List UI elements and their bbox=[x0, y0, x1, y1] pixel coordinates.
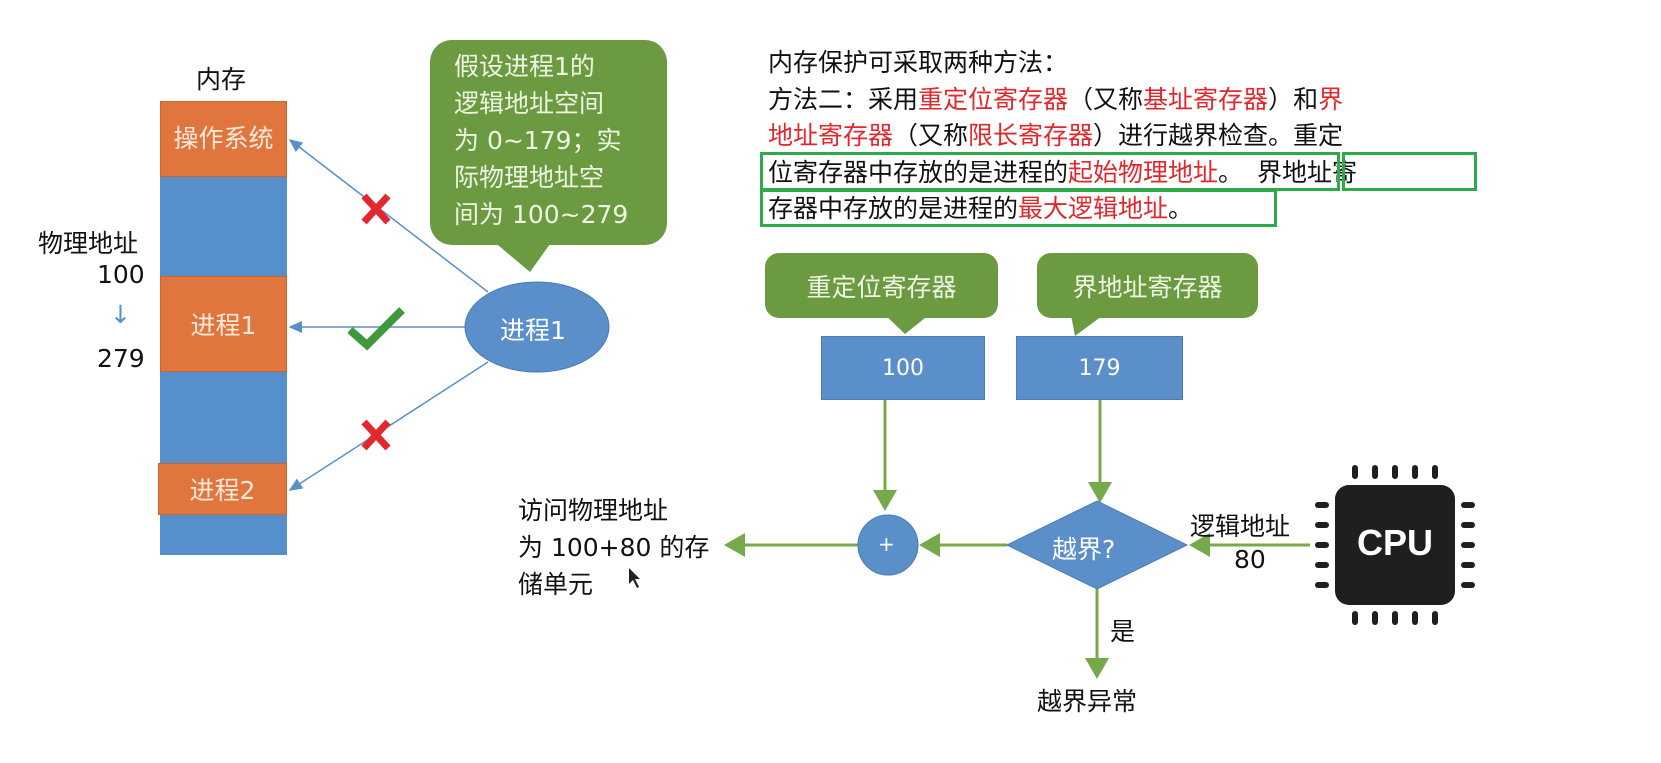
result-text: 访问物理地址 为 100+80 的存 储单元 bbox=[518, 492, 709, 603]
text: 界地址寄 bbox=[1257, 157, 1358, 187]
text: 位寄存器中存放的是进程的 bbox=[768, 157, 1069, 187]
relocation-register-value: 100 bbox=[821, 336, 985, 400]
process1-node-label: 进程1 bbox=[500, 316, 566, 345]
text: 。 bbox=[1168, 194, 1194, 223]
bubble-line: 际物理地址空 bbox=[454, 163, 605, 192]
process1-node-shape bbox=[464, 281, 610, 373]
highlight-text: 基址寄存器 bbox=[1143, 84, 1269, 114]
text: 。 bbox=[1218, 157, 1244, 187]
memory-block-os: 操作系统 bbox=[160, 101, 287, 177]
memory-block-process1: 进程1 bbox=[160, 276, 287, 372]
highlight-text: 限长寄存器 bbox=[968, 121, 1094, 150]
mouse-cursor-icon bbox=[629, 568, 640, 588]
highlight-box bbox=[760, 152, 1340, 191]
text: 储单元 bbox=[518, 570, 594, 599]
exception-label: 越界异常 bbox=[1037, 687, 1138, 716]
assumption-bubble: 假设进程1的 逻辑地址空间 为 0~179；实 际物理地址空 间为 100~27… bbox=[430, 40, 667, 245]
relocation-register-callout: 重定位寄存器 bbox=[765, 253, 998, 318]
highlight-text: 起始物理地址 bbox=[1068, 157, 1219, 187]
bubble-line: 假设进程1的 bbox=[454, 52, 595, 81]
highlight-text: 最大逻辑地址 bbox=[1018, 194, 1169, 223]
physical-address-label: 物理地址 bbox=[38, 229, 139, 258]
cpu-label: CPU bbox=[1356, 522, 1433, 563]
highlight-text: 界 bbox=[1318, 84, 1344, 114]
highlight-box bbox=[1342, 152, 1477, 191]
bubble-line: 为 0~179；实 bbox=[454, 126, 622, 155]
adder-shape bbox=[857, 514, 919, 576]
explanation-text: 内存保护可采取两种方法： 方法二：采用重定位寄存器（又称基址寄存器）和界 地址寄… bbox=[768, 45, 1488, 228]
text: 方法二：采用 bbox=[768, 84, 919, 114]
highlight-text: 地址寄存器 bbox=[768, 121, 894, 150]
adder-label: + bbox=[878, 532, 895, 556]
text: ）和 bbox=[1268, 84, 1319, 114]
limit-register-value: 179 bbox=[1016, 336, 1183, 400]
text: （又称 bbox=[1068, 84, 1144, 114]
physical-start: 100 bbox=[97, 260, 145, 289]
check-icon bbox=[347, 307, 405, 351]
bounds-check-label: 越界? bbox=[1052, 535, 1116, 564]
text: ）进行越界检查。重定 bbox=[1093, 121, 1344, 150]
memory-block-free bbox=[160, 515, 287, 555]
bubble-line: 间为 100~279 bbox=[454, 200, 629, 229]
highlight-text: 重定位寄存器 bbox=[918, 84, 1069, 114]
logical-address-label: 逻辑地址 bbox=[1190, 512, 1291, 541]
yes-label: 是 bbox=[1110, 617, 1136, 646]
memory-block-process2: 进程2 bbox=[158, 463, 287, 515]
bubble-line: 逻辑地址空间 bbox=[454, 89, 605, 118]
cross-icon bbox=[361, 193, 391, 225]
arrow-to-os bbox=[288, 139, 489, 293]
text: 为 100+80 的存 bbox=[518, 533, 710, 562]
text: 存器中存放的是进程的 bbox=[768, 194, 1019, 223]
highlight-box bbox=[760, 189, 1277, 227]
physical-end: 279 bbox=[97, 344, 145, 373]
cross-icon bbox=[361, 419, 391, 451]
memory-title: 内存 bbox=[196, 65, 247, 94]
check-diamond bbox=[1005, 500, 1189, 590]
limit-register-callout: 界地址寄存器 bbox=[1037, 253, 1258, 318]
memory-block-free bbox=[160, 177, 287, 276]
logical-address-value: 80 bbox=[1234, 545, 1266, 574]
down-arrow-icon: ↓ bbox=[110, 300, 131, 329]
memory-block-free bbox=[160, 372, 287, 463]
text: （又称 bbox=[893, 121, 969, 150]
cpu-icon bbox=[1315, 465, 1475, 625]
text: 内存保护可采取两种方法： bbox=[768, 48, 1069, 77]
text: 访问物理地址 bbox=[518, 496, 669, 525]
